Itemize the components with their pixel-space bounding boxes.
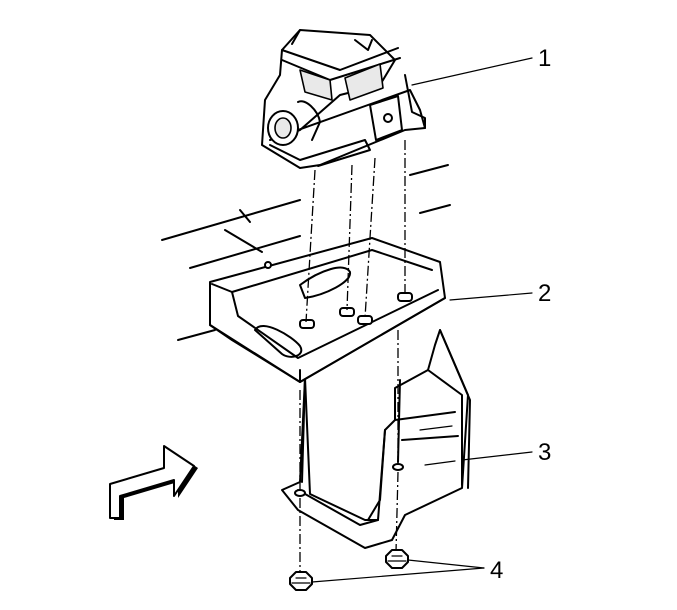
callout-2: 2 [538, 280, 551, 307]
view-direction-arrow-icon [109, 445, 198, 520]
nut-left [289, 571, 313, 591]
alignment-centerlines [299, 140, 406, 575]
leader-lines [311, 57, 533, 583]
mounting-tray [209, 237, 446, 383]
nut-right [385, 549, 409, 569]
callout-1: 1 [538, 45, 551, 72]
control-module [261, 29, 426, 169]
callout-3: 3 [538, 439, 551, 466]
lower-bracket [281, 329, 471, 549]
callout-labels: 1 2 3 4 [490, 45, 551, 584]
frame-rail [161, 164, 451, 341]
fastener-nuts [289, 549, 409, 591]
callout-4: 4 [490, 557, 503, 584]
